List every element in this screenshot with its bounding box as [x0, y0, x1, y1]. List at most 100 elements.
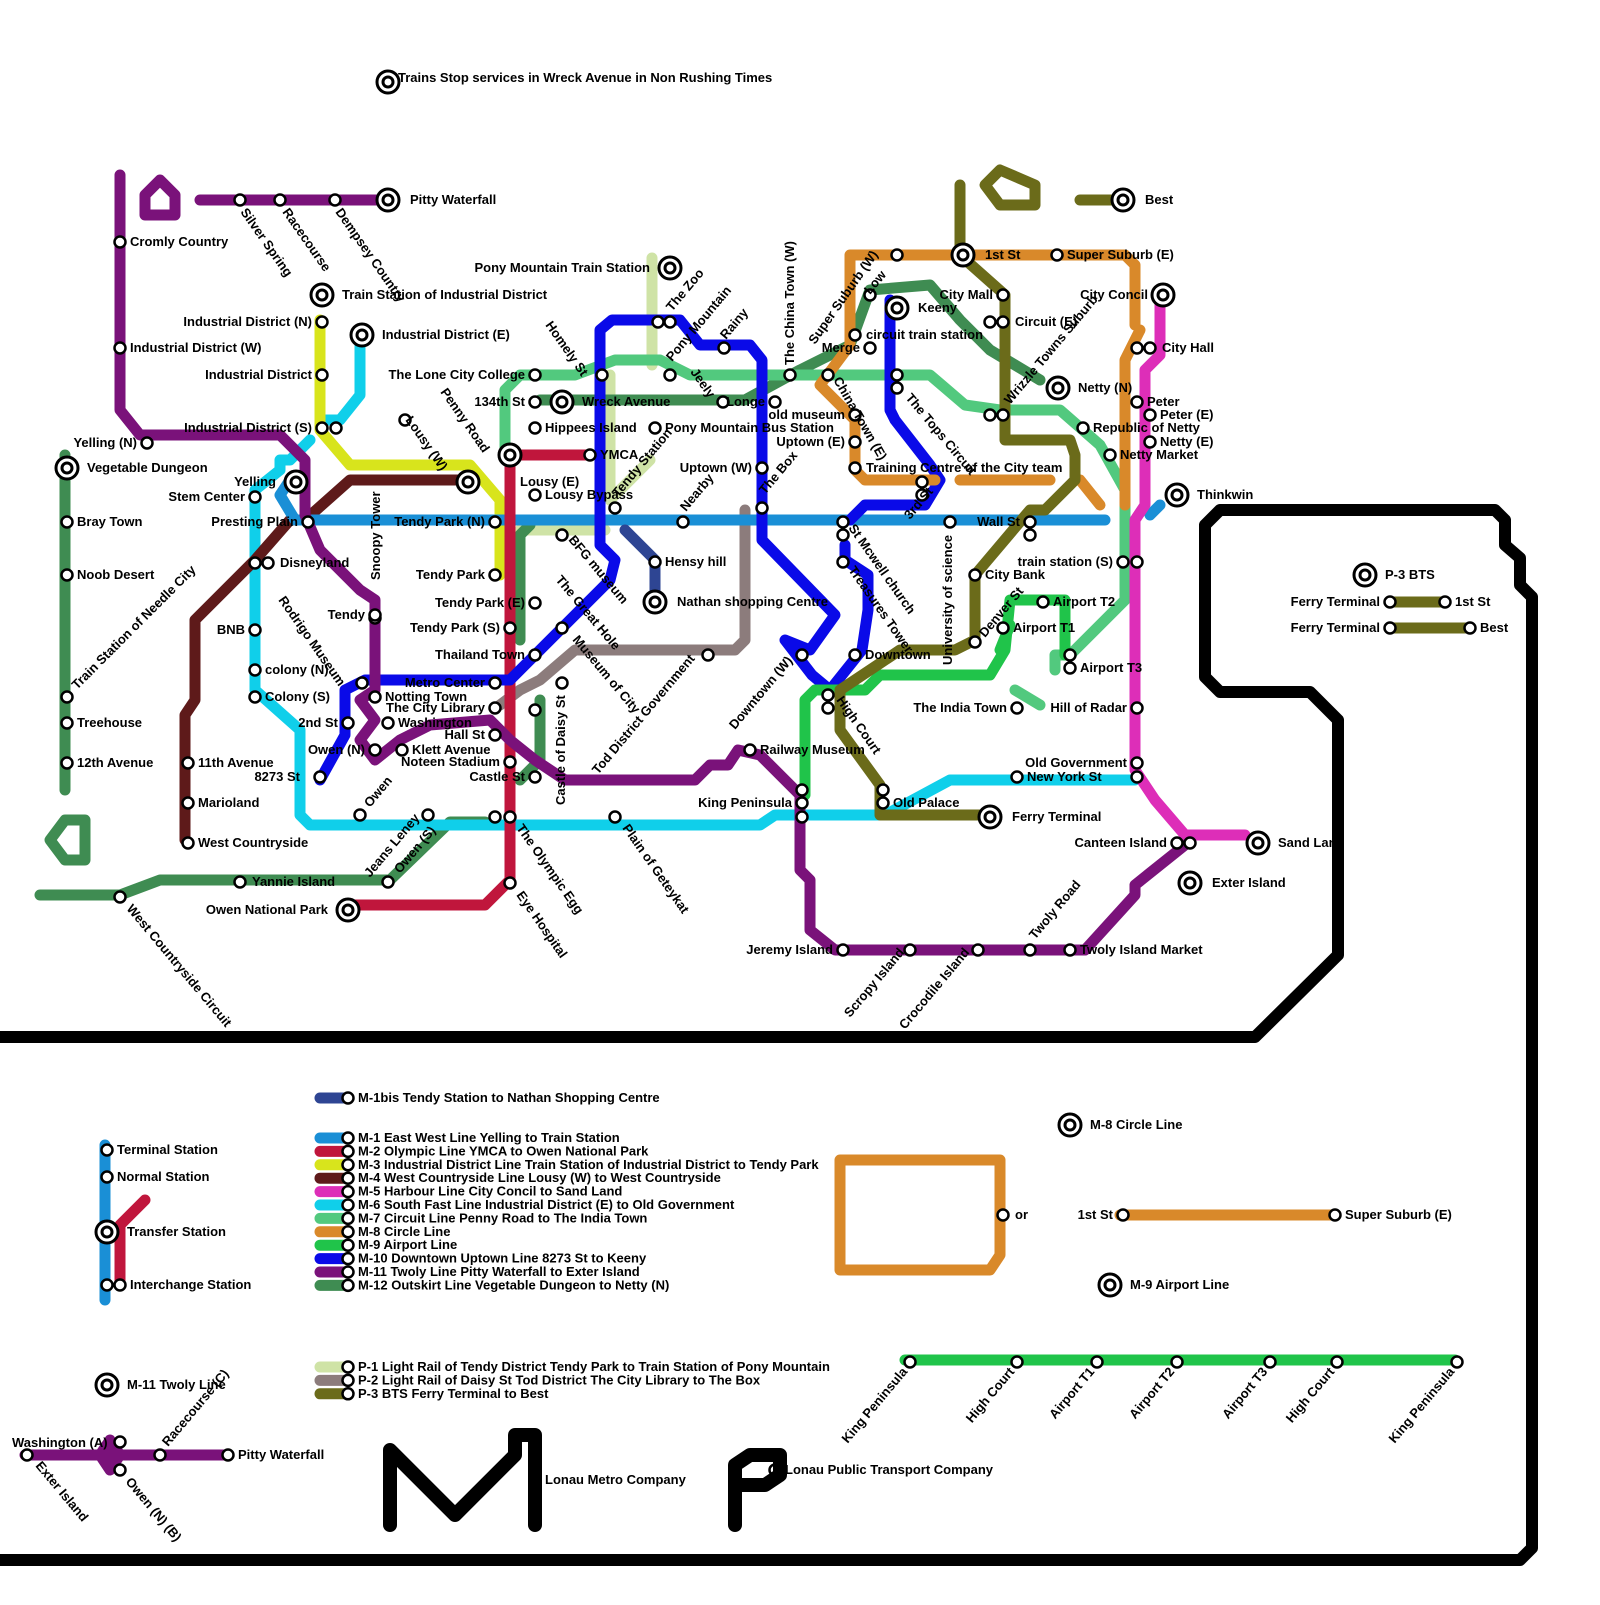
city-library-marker[interactable]: [490, 703, 501, 714]
yelling-n-marker[interactable]: [142, 438, 153, 449]
wrizzle-towns-suburb-marker[interactable]: [998, 410, 1009, 421]
super-suburb-e-marker[interactable]: [1052, 250, 1063, 261]
bnb-marker[interactable]: [250, 625, 261, 636]
the-olympic-egg-marker[interactable]: [490, 812, 501, 823]
museum-of-city-marker[interactable]: [557, 678, 568, 689]
train-station-s-marker[interactable]: [1132, 557, 1143, 568]
legend-interchange-b-marker[interactable]: [115, 1280, 126, 1291]
china-town-w-marker[interactable]: [785, 370, 796, 381]
tendy-marker[interactable]: [370, 610, 381, 621]
legend-m1-marker[interactable]: [343, 1133, 354, 1144]
stem-center-marker[interactable]: [250, 492, 261, 503]
legend-m5-marker[interactable]: [343, 1186, 354, 1197]
the-india-town-marker[interactable]: [1012, 703, 1023, 714]
hall-st-marker[interactable]: [490, 730, 501, 741]
second-st-marker[interactable]: [343, 718, 354, 729]
legend-p1-marker[interactable]: [343, 1362, 354, 1373]
legend-m4-marker[interactable]: [343, 1173, 354, 1184]
owen-marker[interactable]: [355, 810, 366, 821]
canteen-island-marker[interactable]: [1185, 838, 1196, 849]
disneyland-marker[interactable]: [250, 558, 261, 569]
legend-m11-owen-marker[interactable]: [115, 1465, 126, 1476]
st-8273-marker[interactable]: [315, 772, 326, 783]
eleventh-avenue-marker[interactable]: [183, 758, 194, 769]
legend-normal-station-marker[interactable]: [102, 1172, 113, 1183]
legend-m2-marker[interactable]: [343, 1146, 354, 1157]
plain-of-geteykat-marker[interactable]: [610, 812, 621, 823]
bray-town-marker[interactable]: [62, 517, 73, 528]
marioland-marker[interactable]: [183, 798, 194, 809]
legend-p2-marker[interactable]: [343, 1375, 354, 1386]
wall-st-marker[interactable]: [1025, 530, 1036, 541]
city-hall-marker[interactable]: [1145, 343, 1156, 354]
jeremy-island-marker[interactable]: [838, 945, 849, 956]
metro-center-marker[interactable]: [490, 678, 501, 689]
tendy-park-s-marker[interactable]: [505, 623, 516, 634]
rodrigo-museum-marker[interactable]: [357, 678, 368, 689]
train-station-needle-marker[interactable]: [62, 692, 73, 703]
hill-of-radar-marker[interactable]: [1132, 703, 1143, 714]
tendy-park-marker[interactable]: [490, 570, 501, 581]
the-zoo-marker[interactable]: [665, 317, 676, 328]
jeans-leney-marker[interactable]: [383, 877, 394, 888]
legend-m8-marker[interactable]: [343, 1226, 354, 1237]
legend-m6-marker[interactable]: [343, 1200, 354, 1211]
tod-district-government-marker[interactable]: [703, 650, 714, 661]
colony-n-marker[interactable]: [250, 665, 261, 676]
legend-m8-to-marker[interactable]: [1330, 1210, 1341, 1221]
legend-m9-stop-marker[interactable]: [1265, 1357, 1276, 1368]
legend-m9-marker[interactable]: [343, 1240, 354, 1251]
the-great-hole-marker[interactable]: [557, 623, 568, 634]
legend-interchange-a-marker[interactable]: [102, 1280, 113, 1291]
legend-m9-stop-marker[interactable]: [905, 1357, 916, 1368]
university-of-science-marker[interactable]: [945, 517, 956, 528]
the-zoo-marker[interactable]: [653, 317, 664, 328]
industrial-n-marker[interactable]: [317, 317, 328, 328]
railway-museum-marker[interactable]: [745, 745, 756, 756]
cromly-country-marker[interactable]: [115, 237, 126, 248]
old-government-marker[interactable]: [1132, 758, 1143, 769]
the-box-marker[interactable]: [757, 503, 768, 514]
legend-m11-exter-marker[interactable]: [22, 1450, 33, 1461]
king-peninsula-marker[interactable]: [797, 798, 808, 809]
disneyland-marker[interactable]: [263, 558, 274, 569]
castle-st-marker[interactable]: [530, 772, 541, 783]
twoly-island-market-marker[interactable]: [1065, 945, 1076, 956]
city-mall-marker[interactable]: [998, 290, 1009, 301]
circuit-e-marker[interactable]: [998, 317, 1009, 328]
legend-terminal-station-marker[interactable]: [102, 1145, 113, 1156]
thailand-town-marker[interactable]: [530, 650, 541, 661]
pony-mountain-marker[interactable]: [665, 370, 676, 381]
china-town-e-marker[interactable]: [823, 370, 834, 381]
washington-marker[interactable]: [383, 718, 394, 729]
legend-m8-or-marker[interactable]: [998, 1210, 1009, 1221]
dempsey-country-marker[interactable]: [330, 195, 341, 206]
castle-of-daisy-st-marker[interactable]: [530, 705, 541, 716]
training-centre-marker[interactable]: [850, 463, 861, 474]
legend-m11-washington-marker[interactable]: [115, 1437, 126, 1448]
legend-m12-marker[interactable]: [343, 1280, 354, 1291]
st-134th-marker[interactable]: [530, 397, 541, 408]
new-york-st-marker[interactable]: [1132, 772, 1143, 783]
p3-row2-left-marker[interactable]: [1385, 623, 1396, 634]
circuit-e-marker[interactable]: [985, 317, 996, 328]
homely-st-marker[interactable]: [597, 370, 608, 381]
wall-st-marker[interactable]: [1025, 517, 1036, 528]
peter-e-marker[interactable]: [1145, 410, 1156, 421]
high-court-marker[interactable]: [823, 703, 834, 714]
longe-marker[interactable]: [770, 397, 781, 408]
denver-st-marker[interactable]: [970, 637, 981, 648]
owen-s-marker[interactable]: [423, 810, 434, 821]
legend-p3-marker[interactable]: [343, 1388, 354, 1399]
legend-m3-marker[interactable]: [343, 1159, 354, 1170]
high-court-marker[interactable]: [823, 690, 834, 701]
legend-m11-marker[interactable]: [343, 1267, 354, 1278]
uptown-e-marker[interactable]: [850, 437, 861, 448]
legend-m11-pitty-marker[interactable]: [223, 1450, 234, 1461]
west-countryside-circuit-marker[interactable]: [115, 892, 126, 903]
st-mcwell-church-marker[interactable]: [838, 517, 849, 528]
legend-m7-marker[interactable]: [343, 1213, 354, 1224]
netty-market-marker[interactable]: [1105, 450, 1116, 461]
legend-m9-stop-marker[interactable]: [1332, 1357, 1343, 1368]
twoly-road-marker[interactable]: [1025, 945, 1036, 956]
